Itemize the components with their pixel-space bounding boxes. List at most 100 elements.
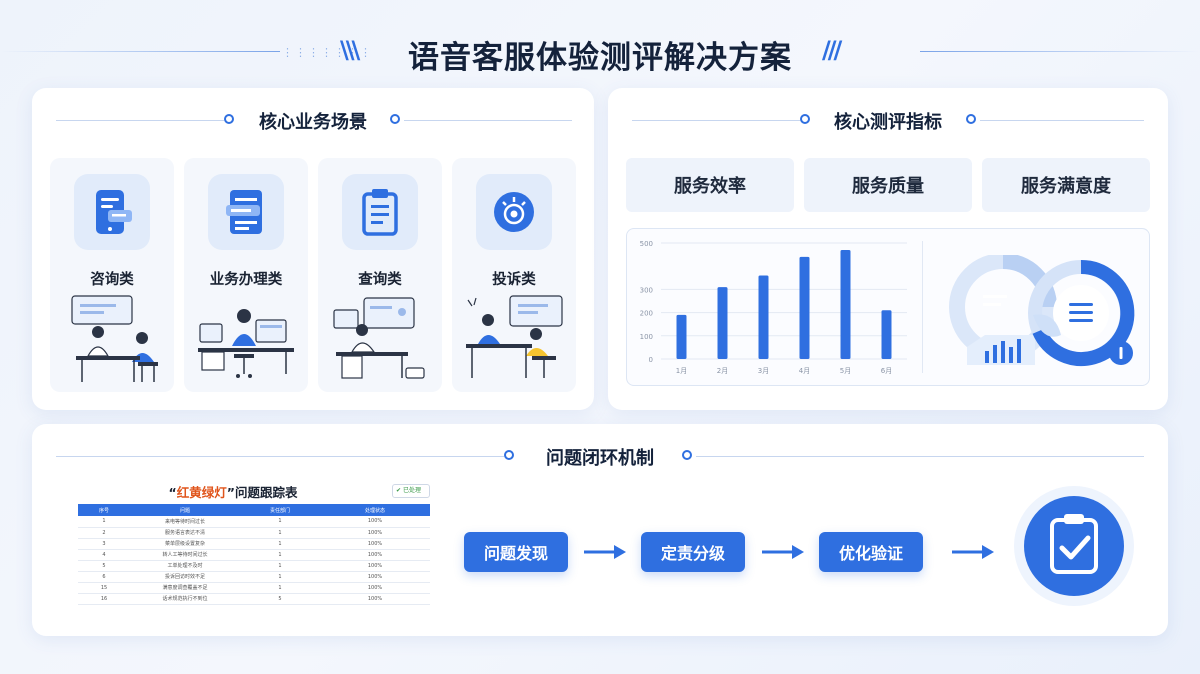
page-header: ⋮⋮⋮⋮⋮⋮⋮ \\\ 语音客服体验测评解决方案 /// bbox=[0, 18, 1200, 82]
table-header-cell: 处理状态 bbox=[320, 504, 430, 516]
arrow-right-icon bbox=[952, 545, 994, 559]
step-discover[interactable]: 问题发现 bbox=[464, 532, 568, 572]
bar[interactable] bbox=[840, 249, 851, 359]
y-tick-label: 100 bbox=[640, 333, 653, 341]
donut-graphics bbox=[949, 255, 1135, 366]
table-cell: 100% bbox=[320, 549, 430, 561]
scenario-card-consult[interactable]: 咨询类 bbox=[50, 158, 174, 392]
table-cell: 来电等待时间过长 bbox=[130, 516, 240, 528]
tracker-title: “红黄绿灯”问题跟踪表 bbox=[168, 485, 298, 500]
leaf-shape bbox=[1033, 314, 1061, 337]
heading-line-left bbox=[56, 456, 504, 457]
y-tick-label: 500 bbox=[640, 240, 653, 248]
business-illustration bbox=[198, 309, 294, 378]
donut-line bbox=[1069, 303, 1093, 306]
alert-target-icon bbox=[494, 192, 534, 232]
table-cell: 服务语言表达不清 bbox=[130, 527, 240, 539]
form-document-icon bbox=[226, 190, 262, 234]
metrics-heading-text: 核心测评指标 bbox=[834, 112, 942, 133]
metrics-heading: 核心测评指标 bbox=[608, 106, 1168, 136]
x-tick-label: 4月 bbox=[799, 367, 810, 375]
metric-tab-satisfaction[interactable]: 服务满意度 bbox=[982, 158, 1150, 212]
donut-back-arc bbox=[1002, 255, 1057, 308]
table-cell: 1 bbox=[240, 538, 320, 550]
table-cell: 话术规范执行不到位 bbox=[130, 593, 240, 605]
header-line-left bbox=[0, 51, 280, 52]
table-cell: 100% bbox=[320, 538, 430, 550]
table-cell: 100% bbox=[320, 560, 430, 572]
bar[interactable] bbox=[758, 275, 769, 359]
table-cell: 1 bbox=[240, 560, 320, 572]
table-cell: 1 bbox=[240, 516, 320, 528]
heading-line-right bbox=[980, 120, 1144, 121]
icon-tile bbox=[74, 174, 150, 250]
query-illustration bbox=[333, 297, 425, 379]
bar[interactable] bbox=[717, 287, 728, 359]
scenario-label: 业务办理类 bbox=[209, 272, 283, 288]
step-assign[interactable]: 定责分级 bbox=[641, 532, 745, 572]
icon-tile bbox=[208, 174, 284, 250]
phone-card-icon bbox=[96, 190, 132, 234]
shield-circle bbox=[1024, 496, 1124, 596]
mini-bar bbox=[1009, 347, 1013, 363]
heading-dot-right bbox=[390, 114, 400, 124]
bar[interactable] bbox=[799, 256, 810, 359]
step-verify[interactable]: 优化验证 bbox=[819, 532, 923, 572]
scenario-label: 投诉类 bbox=[492, 272, 536, 288]
scenario-label: 咨询类 bbox=[90, 272, 134, 288]
heading-dot-right bbox=[682, 450, 692, 460]
tracker-title-highlight: 红黄绿灯 bbox=[176, 485, 227, 500]
consult-illustration bbox=[71, 295, 158, 382]
arrow-right-icon bbox=[584, 545, 626, 559]
tracker-title-rest: 问题跟踪表 bbox=[234, 485, 298, 500]
check-mark bbox=[1059, 535, 1091, 560]
heading-dot-left bbox=[224, 114, 234, 124]
table-cell: 5 bbox=[240, 593, 320, 605]
table-cell: 100% bbox=[320, 571, 430, 583]
table-cell: 3 bbox=[78, 538, 130, 550]
clipboard-icon bbox=[362, 189, 398, 236]
resolved-badge-text: 已处理 bbox=[402, 487, 421, 494]
mini-bar bbox=[993, 345, 997, 363]
heading-dot-right bbox=[966, 114, 976, 124]
loop-panel: 问题闭环机制 “红黄绿灯”问题跟踪表 ✔ 已处理 序号 问题 责任部门 处理状态… bbox=[32, 424, 1168, 636]
bar[interactable] bbox=[881, 310, 892, 359]
arrow-right-icon bbox=[762, 545, 804, 559]
metric-tab-efficiency[interactable]: 服务效率 bbox=[626, 158, 794, 212]
header-dots-left: ⋮⋮⋮⋮⋮⋮⋮ bbox=[282, 46, 373, 59]
metric-tab-quality[interactable]: 服务质量 bbox=[804, 158, 972, 212]
table-cell: 转人工等待时间过长 bbox=[130, 549, 240, 561]
table-cell: 投诉回访时效不足 bbox=[130, 571, 240, 583]
table-cell: 16 bbox=[78, 593, 130, 605]
scenario-card-query[interactable]: 查询类 bbox=[318, 158, 442, 392]
verified-shield-icon bbox=[1014, 486, 1134, 606]
table-header-cell: 责任部门 bbox=[240, 504, 320, 516]
table-cell: 5 bbox=[78, 560, 130, 572]
donut-line bbox=[983, 295, 1007, 298]
loop-heading: 问题闭环机制 bbox=[32, 442, 1168, 472]
scenarios-panel: 核心业务场景 咨询类 bbox=[32, 88, 594, 410]
bar[interactable] bbox=[676, 314, 687, 359]
scenario-card-complaint[interactable]: 投诉类 bbox=[452, 158, 576, 392]
x-tick-label: 3月 bbox=[758, 367, 769, 375]
x-tick-label: 1月 bbox=[676, 367, 687, 375]
scenario-label: 查询类 bbox=[358, 272, 402, 288]
table-cell: 2 bbox=[78, 527, 130, 539]
table-header-row: 序号 问题 责任部门 处理状态 bbox=[78, 504, 430, 516]
donut-line bbox=[1069, 311, 1093, 314]
heading-line-left bbox=[632, 120, 800, 121]
table-cell: 1 bbox=[240, 571, 320, 583]
heading-dot-left bbox=[800, 114, 810, 124]
scenario-card-business[interactable]: 业务办理类 bbox=[184, 158, 308, 392]
